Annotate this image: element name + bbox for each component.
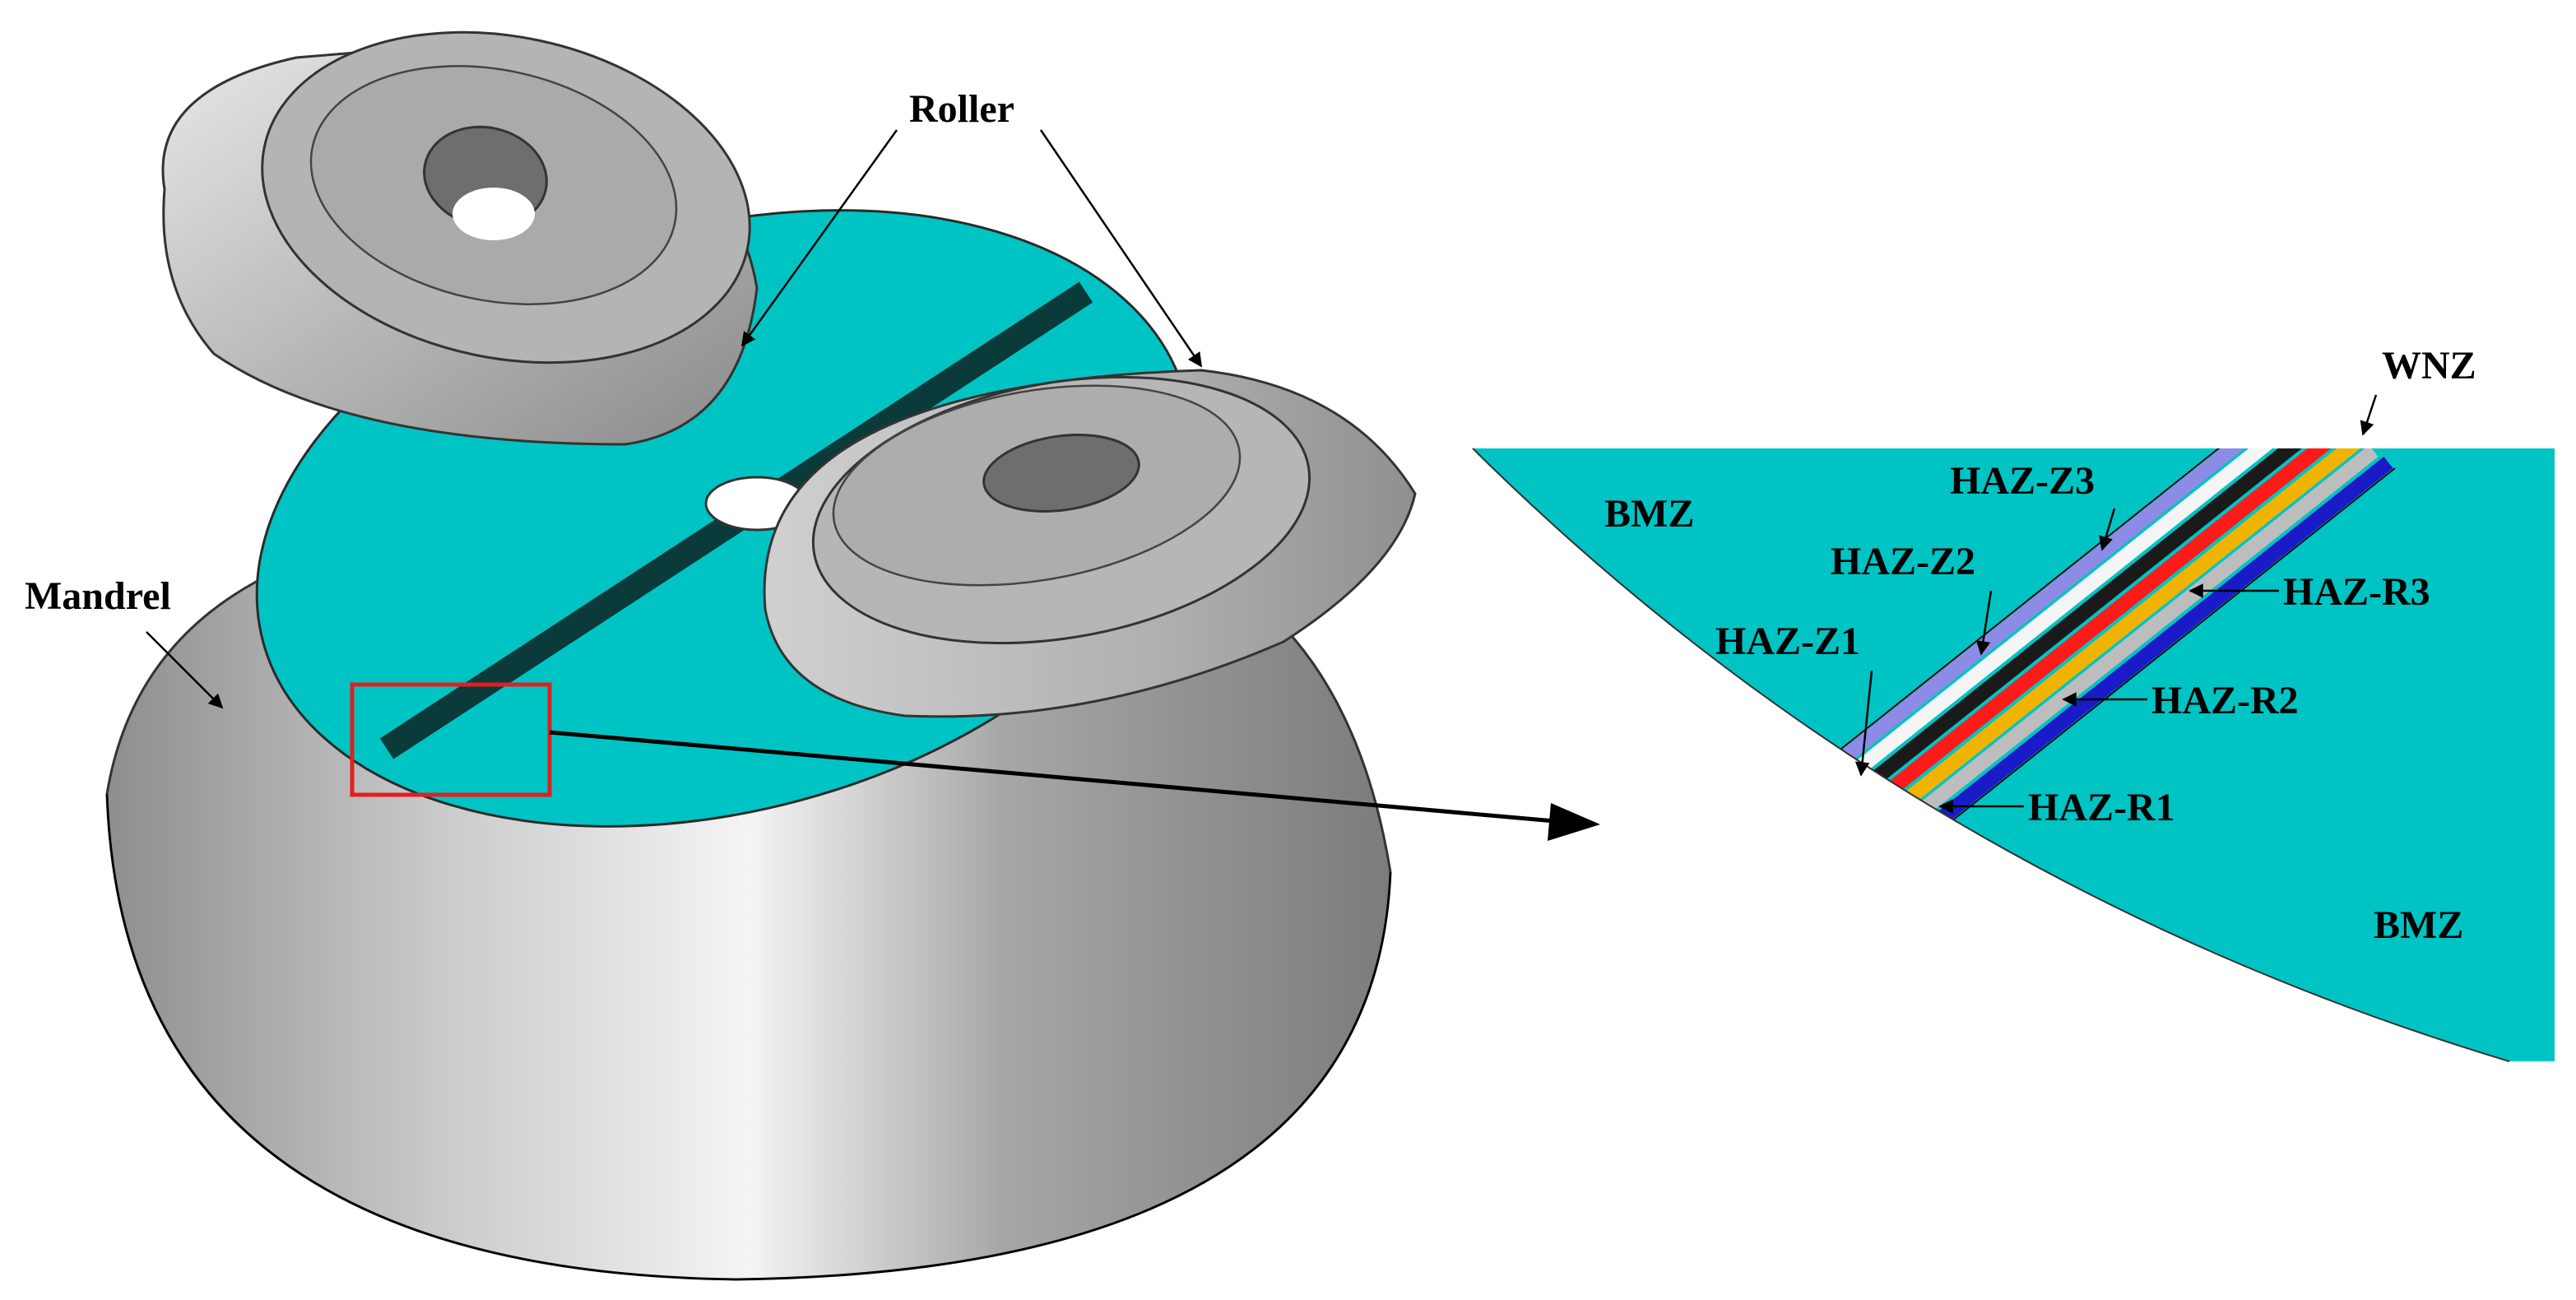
- haz-z2-leader: [1975, 590, 1993, 656]
- label-haz-z1: HAZ-Z1: [1715, 620, 1860, 663]
- roller-leader-left: [740, 129, 898, 347]
- haz-z1-leader: [1854, 670, 1873, 777]
- roller-leader-right: [1039, 129, 1203, 368]
- roller-left: [161, 30, 759, 446]
- band-separators-end: [1898, 467, 2396, 864]
- roller-right-bore: [982, 434, 1140, 513]
- wnz-leader: [2360, 394, 2378, 436]
- mandrel-rim-edge: [105, 793, 1392, 1281]
- mandrel-leader: [146, 631, 224, 709]
- label-haz-z2: HAZ-Z2: [1831, 540, 1975, 583]
- band-haz-r3: [1858, 448, 2364, 842]
- label-haz-r2: HAZ-R2: [2151, 679, 2299, 722]
- band-haz-z3: [1799, 448, 2304, 796]
- band-separators: [1796, 448, 2294, 785]
- label-haz-r3: HAZ-R3: [2283, 570, 2430, 614]
- weld-zone-detail: [1472, 448, 2555, 1062]
- zoom-arrow-line: [549, 730, 1556, 824]
- band-haz-z1: [1828, 448, 2334, 819]
- band-haz-r1: [1887, 456, 2393, 864]
- label-bmz-top: BMZ: [1604, 492, 1694, 536]
- haz-z3-leader: [2099, 508, 2116, 551]
- label-haz-z3: HAZ-Z3: [1950, 459, 2095, 503]
- roller-left-bore-through: [453, 188, 535, 240]
- band-haz-z2: [1813, 448, 2319, 807]
- label-roller: Roller: [909, 87, 1014, 131]
- label-haz-r1: HAZ-R1: [2028, 786, 2175, 829]
- zoom-arrow-head: [1548, 803, 1600, 841]
- label-wnz: WNZ: [2382, 344, 2476, 388]
- label-mandrel: Mandrel: [25, 574, 171, 618]
- zone-bands: [1796, 448, 2396, 864]
- band-wnz: [1843, 448, 2349, 830]
- label-bmz-bottom: BMZ: [2374, 903, 2463, 947]
- zoom-region-box: [350, 682, 552, 797]
- roller-right: [763, 369, 1417, 718]
- band-haz-r2: [1873, 448, 2379, 852]
- sector-arc-edge: [1472, 448, 2510, 1062]
